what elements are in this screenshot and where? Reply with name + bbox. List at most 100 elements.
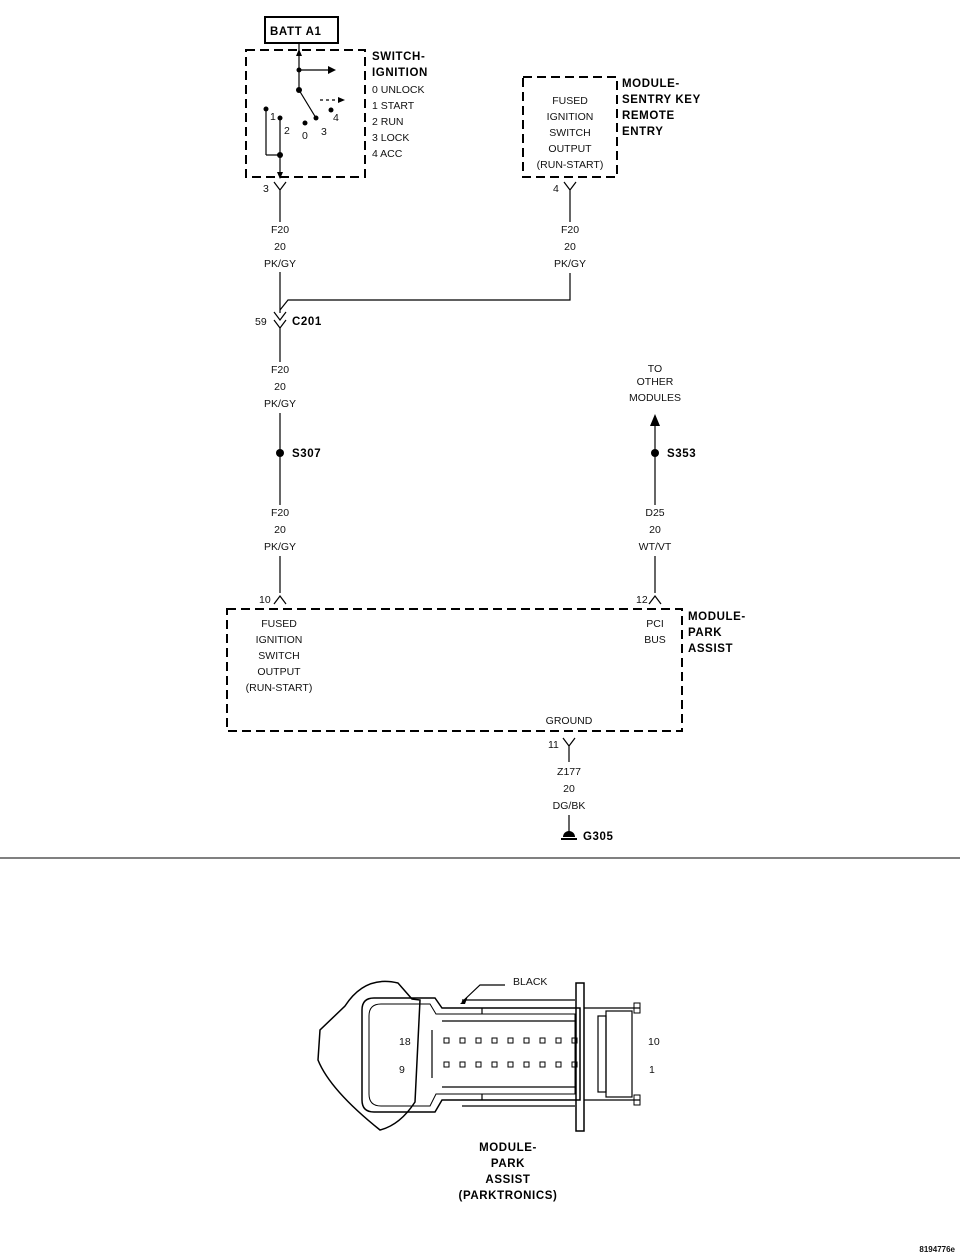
contact-number: 4	[333, 112, 339, 124]
caption-line: MODULE-	[479, 1142, 537, 1154]
wire-splice-to-c201	[279, 273, 571, 311]
ground-pin-connector	[562, 737, 576, 762]
switch-position: 4 ACC	[372, 148, 403, 160]
function-line: SWITCH	[549, 127, 590, 139]
sentry-pin-number: 4	[553, 183, 559, 195]
contact-number: 2	[284, 125, 290, 137]
wire-color: WT/VT	[639, 541, 672, 553]
connector-color-label: BLACK	[513, 976, 547, 988]
batt-label: BATT A1	[270, 26, 321, 38]
ground-icon	[561, 831, 577, 840]
function-line: FUSED	[261, 618, 297, 630]
contact-number: 0	[302, 130, 308, 142]
wire-f20-label: F20 20 PK/GY	[264, 224, 296, 270]
arrow-icon	[460, 996, 468, 1004]
sentry-key-module-box	[522, 76, 618, 178]
sentry-title-line: SENTRY KEY	[622, 94, 701, 106]
switch-pin-number: 3	[263, 183, 269, 195]
s307-label: S307	[292, 448, 321, 460]
switch-title: SWITCH- IGNITION	[372, 51, 428, 79]
contact-number: 3	[321, 126, 327, 138]
wire-gauge: 20	[274, 524, 286, 536]
g305-label: G305	[583, 831, 614, 843]
other-modules-line: TO	[648, 363, 662, 375]
c201-label: C201	[292, 316, 322, 328]
wire-color: PK/GY	[554, 258, 586, 270]
connector-caption: MODULE- PARK ASSIST (PARKTRONICS)	[459, 1142, 558, 1202]
park-pin-connector	[273, 595, 287, 605]
c201-pin-number: 59	[255, 316, 267, 328]
wire-circuit: D25	[645, 507, 664, 519]
function-line: PCI	[646, 618, 664, 630]
wire-f20-label: F20 20 PK/GY	[554, 224, 586, 270]
wire-f20-label: F20 20 PK/GY	[264, 507, 296, 553]
switch-position: 0 UNLOCK	[372, 84, 425, 96]
wire-circuit: Z177	[557, 766, 581, 778]
s353-splice-dot	[651, 449, 659, 457]
wire-d25-label: D25 20 WT/VT	[639, 507, 672, 553]
switch-pin-connector	[273, 181, 287, 222]
park-pin-ground: 11	[548, 739, 559, 751]
caption-line: PARK	[491, 1158, 525, 1170]
wire-gauge: 20	[274, 381, 286, 393]
s353-label: S353	[667, 448, 696, 460]
function-line: (RUN-START)	[537, 159, 604, 171]
park-pin-fused: 10	[259, 594, 271, 606]
switch-positions: 0 UNLOCK 1 START 2 RUN 3 LOCK 4 ACC	[372, 84, 425, 160]
wire-gauge: 20	[563, 783, 575, 795]
park-ground-label: GROUND	[546, 715, 593, 727]
wire-f20-label: F20 20 PK/GY	[264, 364, 296, 410]
function-line: BUS	[644, 634, 666, 646]
caption-line: ASSIST	[485, 1174, 530, 1186]
wire-color: PK/GY	[264, 541, 296, 553]
function-line: OUTPUT	[257, 666, 301, 678]
sentry-function-label: FUSED IGNITION SWITCH OUTPUT (RUN-START)	[537, 95, 604, 171]
switch-title-line1: SWITCH-	[372, 51, 425, 63]
wire-z177-label: Z177 20 DG/BK	[553, 766, 586, 812]
switch-symbol: 1 2 0 3 4	[263, 43, 345, 179]
park-module-title: MODULE- PARK ASSIST	[688, 611, 746, 655]
function-line: OUTPUT	[548, 143, 592, 155]
wire-circuit: F20	[561, 224, 579, 236]
other-modules-line: MODULES	[629, 392, 681, 404]
sentry-title-line: REMOTE	[622, 110, 675, 122]
park-fused-function-label: FUSED IGNITION SWITCH OUTPUT (RUN-START)	[246, 618, 313, 694]
function-line: (RUN-START)	[246, 682, 313, 694]
sentry-pin-connector	[563, 181, 577, 222]
cavity-number-10: 10	[648, 1036, 660, 1048]
wire-color: PK/GY	[264, 258, 296, 270]
park-pci-function-label: PCI BUS	[644, 618, 666, 646]
wire-color: DG/BK	[553, 800, 586, 812]
sentry-title-line: MODULE-	[622, 78, 680, 90]
cavity-number-18: 18	[399, 1036, 411, 1048]
park-pin-pci: 12	[636, 594, 648, 606]
wire-circuit: F20	[271, 507, 289, 519]
wire-gauge: 20	[649, 524, 661, 536]
cavity-number-1: 1	[649, 1064, 655, 1076]
connector-face-view	[317, 980, 641, 1132]
switch-title-line2: IGNITION	[372, 67, 428, 79]
c201-connector-symbol	[273, 311, 287, 329]
s307-splice-dot	[276, 449, 284, 457]
figure-id: 8194776e	[919, 1245, 955, 1254]
wire-color: PK/GY	[264, 398, 296, 410]
park-pin-connector	[648, 595, 662, 605]
caption-line: (PARKTRONICS)	[459, 1190, 558, 1202]
other-modules-label: TO OTHER MODULES	[629, 363, 681, 404]
sentry-title-line: ENTRY	[622, 126, 664, 138]
function-line: FUSED	[552, 95, 588, 107]
ignition-switch-box	[245, 49, 366, 178]
switch-position: 1 START	[372, 100, 415, 112]
batt-box	[264, 16, 339, 44]
cavity-number-9: 9	[399, 1064, 405, 1076]
park-title-line: PARK	[688, 627, 722, 639]
wire-circuit: F20	[271, 224, 289, 236]
arrow-up-icon	[650, 414, 660, 426]
park-title-line: MODULE-	[688, 611, 746, 623]
switch-position: 2 RUN	[372, 116, 404, 128]
park-assist-module-box	[226, 608, 683, 732]
wire-circuit: F20	[271, 364, 289, 376]
function-line: IGNITION	[547, 111, 594, 123]
other-modules-line: OTHER	[637, 376, 674, 388]
